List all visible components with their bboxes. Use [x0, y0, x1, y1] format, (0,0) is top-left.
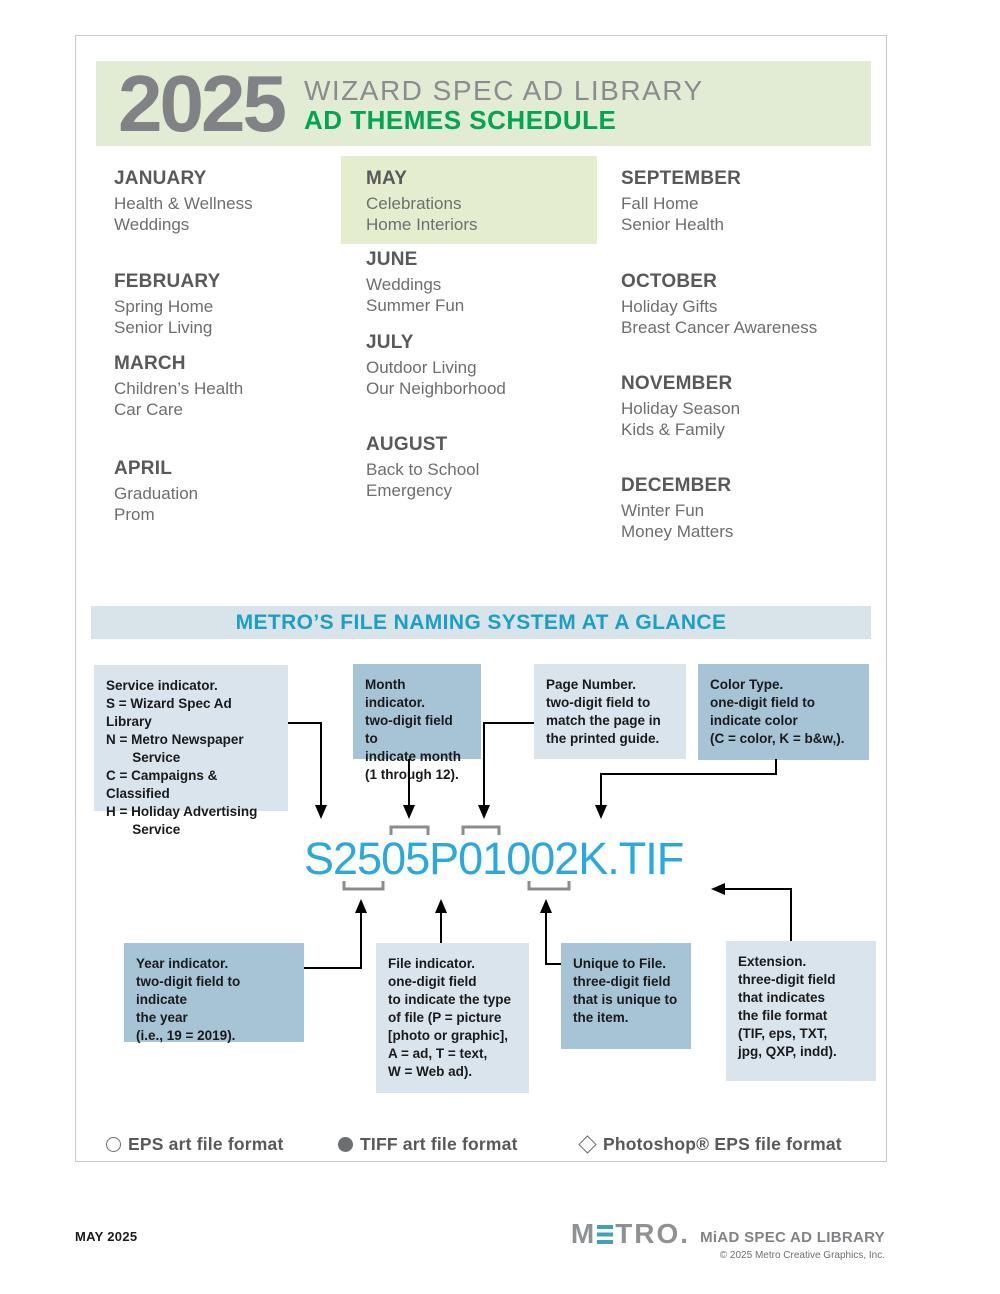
month-theme: Fall Home: [621, 194, 699, 213]
month-theme: Summer Fun: [366, 296, 465, 315]
month-name: FEBRUARY: [114, 271, 221, 292]
month-january: JANUARY Health & Wellness Weddings: [114, 168, 354, 235]
callout-extension: Extension. three-digit field that indica…: [726, 941, 876, 1081]
month-theme: Graduation: [114, 484, 199, 503]
legend-photoshop-eps: Photoshop® EPS file format: [578, 1134, 842, 1155]
brand-row: M TRO. MiAD SPEC AD LIBRARY: [571, 1220, 885, 1248]
arrow-service: [288, 722, 327, 819]
arrow-extension: [711, 883, 792, 941]
month-june: JUNE Weddings Summer Fun: [366, 249, 606, 316]
month-theme: Senior Living: [114, 318, 213, 337]
example-filename: S2505P01002K.TIF: [304, 833, 684, 884]
legend-label: TIFF art file format: [360, 1134, 518, 1154]
page: 2025 WIZARD SPEC AD LIBRARY AD THEMES SC…: [75, 35, 887, 1162]
header-text: WIZARD SPEC AD LIBRARY AD THEMES SCHEDUL…: [304, 73, 704, 135]
month-name: AUGUST: [366, 434, 448, 455]
month-theme: Winter Fun: [621, 501, 705, 520]
circle-filled-icon: [338, 1137, 353, 1152]
month-december: DECEMBER Winter Fun Money Matters: [621, 475, 861, 542]
month-april: APRIL Graduation Prom: [114, 458, 354, 525]
month-theme: Kids & Family: [621, 420, 725, 439]
month-theme: Senior Health: [621, 215, 725, 234]
month-august: AUGUST Back to School Emergency: [366, 434, 606, 501]
month-theme: Our Neighborhood: [366, 379, 506, 398]
miad-library-label: MiAD SPEC AD LIBRARY: [700, 1228, 885, 1246]
year-title: 2025: [118, 58, 287, 148]
file-format-legend: EPS art file format TIFF art file format…: [76, 1134, 886, 1160]
may-highlight: [341, 156, 597, 244]
month-name: JUNE: [366, 249, 418, 270]
month-theme: Spring Home: [114, 297, 214, 316]
footer-date: MAY 2025: [75, 1229, 138, 1244]
month-theme: Back to School: [366, 460, 480, 479]
metro-logo: M TRO.: [571, 1220, 690, 1248]
diamond-icon: [578, 1135, 597, 1154]
month-theme: Weddings: [114, 215, 190, 234]
month-theme: Prom: [114, 505, 155, 524]
month-november: NOVEMBER Holiday Season Kids & Family: [621, 373, 861, 440]
month-february: FEBRUARY Spring Home Senior Living: [114, 271, 354, 338]
metro-logo-m: M: [570, 1218, 597, 1249]
copyright: © 2025 Metro Creative Graphics, Inc.: [719, 1250, 885, 1261]
footer-brand: M TRO. MiAD SPEC AD LIBRARY © 2025 Metro…: [571, 1220, 885, 1262]
month-theme: Emergency: [366, 481, 452, 500]
legend-label: Photoshop® EPS file format: [603, 1134, 842, 1154]
month-september: SEPTEMBER Fall Home Senior Health: [621, 168, 861, 235]
callout-page-number: Page Number. two-digit field to match th…: [534, 664, 686, 759]
month-july: JULY Outdoor Living Our Neighborhood: [366, 332, 606, 399]
month-theme: Breast Cancer Awareness: [621, 318, 818, 337]
naming-system-banner: METRO’S FILE NAMING SYSTEM AT A GLANCE: [91, 606, 871, 639]
callout-month-indicator: Month indicator. two-digit field to indi…: [353, 664, 481, 782]
month-name: MAY: [366, 168, 408, 189]
callout-service-indicator: Service indicator. S = Wizard Spec Ad Li…: [94, 665, 288, 837]
month-name: NOVEMBER: [621, 373, 733, 394]
month-theme: Celebrations: [366, 194, 462, 213]
month-theme: Car Care: [114, 400, 183, 419]
month-name: MARCH: [114, 353, 186, 374]
legend-label: EPS art file format: [128, 1134, 284, 1154]
month-name: APRIL: [114, 458, 172, 479]
callout-unique-to-file: Unique to File. three-digit field that i…: [561, 943, 691, 1049]
month-theme: Home Interiors: [366, 215, 478, 234]
month-theme: Children’s Health: [114, 379, 244, 398]
month-march: MARCH Children’s Health Car Care: [114, 353, 354, 420]
month-may: MAY Celebrations Home Interiors: [366, 168, 606, 235]
month-name: OCTOBER: [621, 271, 718, 292]
month-name: JANUARY: [114, 168, 207, 189]
legend-tiff: TIFF art file format: [338, 1134, 518, 1155]
header-band: 2025 WIZARD SPEC AD LIBRARY AD THEMES SC…: [96, 61, 871, 146]
callout-year-indicator: Year indicator. two-digit field to indic…: [124, 943, 304, 1043]
arrow-year: [304, 899, 367, 969]
month-october: OCTOBER Holiday Gifts Breast Cancer Awar…: [621, 271, 861, 338]
metro-logo-tro: TRO.: [615, 1218, 691, 1249]
callout-color-type: Color Type. one-digit field to indicate …: [698, 664, 869, 760]
month-theme: Outdoor Living: [366, 358, 477, 377]
month-theme: Health & Wellness: [114, 194, 253, 213]
month-theme: Weddings: [366, 275, 442, 294]
circle-outline-icon: [106, 1137, 121, 1152]
month-theme: Money Matters: [621, 522, 734, 541]
arrow-unique: [540, 899, 561, 965]
metro-logo-e-bars-icon: [597, 1224, 614, 1244]
library-title: WIZARD SPEC AD LIBRARY: [303, 74, 704, 106]
arrow-color: [595, 759, 777, 819]
legend-eps: EPS art file format: [106, 1134, 284, 1155]
month-theme: Holiday Season: [621, 399, 741, 418]
callout-file-indicator: File indicator. one-digit field to indic…: [376, 943, 529, 1093]
month-name: JULY: [366, 332, 414, 353]
arrow-page: [478, 722, 534, 819]
month-name: SEPTEMBER: [621, 168, 742, 189]
month-name: DECEMBER: [621, 475, 732, 496]
schedule-title: AD THEMES SCHEDULE: [303, 104, 617, 135]
month-theme: Holiday Gifts: [621, 297, 718, 316]
